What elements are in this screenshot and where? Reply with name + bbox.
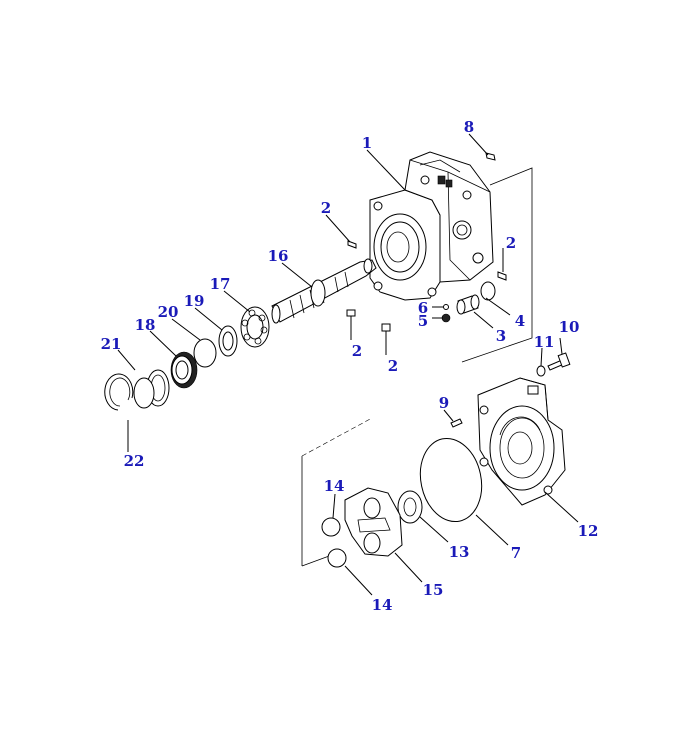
plug-lower-left	[346, 309, 356, 317]
callout-14-lower: 14	[372, 596, 393, 614]
bolt-10	[547, 352, 571, 371]
callout-labels: 1 2 2 2 2 3 4 5 6 7 8 9 10 11 12 13 14 1…	[101, 118, 599, 614]
rings	[104, 369, 170, 411]
pin-9	[450, 418, 463, 428]
pump-housing	[369, 151, 533, 363]
callout-2-upper-left: 2	[321, 199, 331, 217]
plug-lower	[381, 323, 391, 332]
callout-14-upper: 14	[324, 477, 345, 495]
drive-shaft	[271, 258, 377, 324]
callout-2-lower-left: 2	[352, 342, 362, 360]
part-6	[443, 304, 449, 310]
callout-19: 19	[184, 292, 205, 310]
piston-3	[456, 294, 480, 315]
ball-14-lower	[327, 548, 347, 568]
callout-9: 9	[439, 394, 449, 412]
plug-upper-left	[347, 240, 357, 249]
ball-14-upper	[321, 517, 341, 537]
callout-7: 7	[511, 544, 521, 562]
bearing-13	[397, 490, 423, 524]
bearing	[240, 306, 270, 348]
callout-10: 10	[559, 318, 580, 336]
callout-18: 18	[135, 316, 156, 334]
callout-11: 11	[534, 333, 555, 351]
valve-plate	[301, 417, 403, 567]
o-ring-20	[193, 338, 217, 368]
plug-right	[497, 271, 507, 281]
washer-11	[536, 365, 546, 377]
oil-seal	[170, 351, 198, 389]
part-5	[441, 313, 451, 323]
callout-22: 22	[124, 452, 145, 470]
callout-20: 20	[158, 303, 179, 321]
callout-6: 6	[418, 299, 428, 317]
callout-8: 8	[464, 118, 474, 136]
o-ring-4	[480, 281, 496, 301]
spacer	[218, 325, 238, 357]
callout-3: 3	[496, 327, 506, 345]
callout-17: 17	[210, 275, 231, 293]
o-ring-7	[419, 437, 483, 523]
callout-2-lower: 2	[388, 357, 398, 375]
callout-12: 12	[578, 522, 599, 540]
callout-5: 5	[418, 312, 428, 330]
callout-4: 4	[515, 312, 525, 330]
callout-13: 13	[449, 543, 470, 561]
callout-2-right: 2	[506, 234, 516, 252]
leader-lines	[117, 133, 579, 596]
callout-15: 15	[423, 581, 444, 599]
callout-21: 21	[101, 335, 122, 353]
end-cover	[477, 377, 566, 506]
callout-16: 16	[268, 247, 289, 265]
callout-1: 1	[362, 134, 372, 152]
